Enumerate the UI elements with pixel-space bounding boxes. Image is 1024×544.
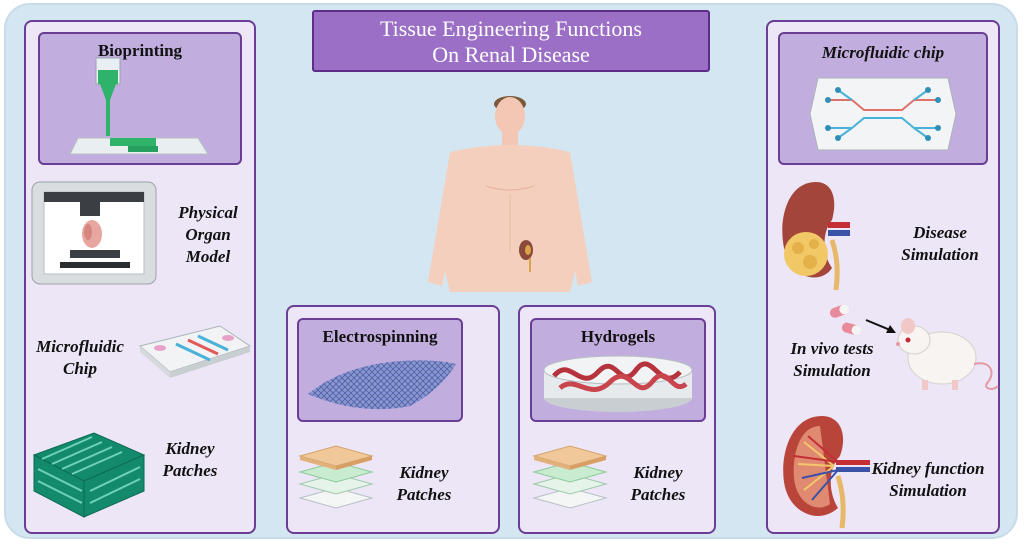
3d-printer-icon (31, 181, 157, 285)
microfluidic-chip-icon (138, 325, 252, 378)
hydrogels-patch-layers-icon (532, 445, 608, 509)
hydrogel-dish-icon (543, 355, 693, 412)
diagram-title: Tissue Engineering Functions On Renal Di… (312, 10, 710, 72)
bioprinter-nozzle-icon (69, 57, 209, 155)
electrospinning-kidney-patches-label: Kidney Patches (396, 463, 452, 504)
physical-organ-model-label: Physical Organ Model (178, 203, 238, 266)
in-vivo-tests-label: In vivo tests Simulation (790, 339, 874, 380)
right-microfluidic-chip-icon (809, 77, 957, 151)
bioprinting-subpanel (38, 32, 242, 165)
microfluidic-chip-header: Microfluidic chip (821, 43, 945, 62)
arrow-icon (865, 319, 896, 333)
scaffold-lattice-icon (32, 432, 146, 518)
nanofiber-mesh-icon (308, 360, 456, 410)
kidney-cross-section-icon (783, 416, 870, 529)
kidney-function-label: Kidney function Simulation (871, 459, 985, 500)
title-line-2: On Renal Disease (432, 42, 590, 67)
bioprinting-header: Bioprinting (97, 41, 183, 60)
mouse-icon (896, 318, 999, 390)
microfluidic-chip-label: Microfluidic Chip (36, 337, 124, 378)
disease-simulation-label: Disease Simulation (901, 223, 979, 264)
left-kidney-patches-label: Kidney Patches (162, 439, 218, 480)
hydrogels-header: Hydrogels (580, 327, 656, 346)
electrospinning-patch-layers-icon (298, 445, 374, 509)
title-line-1: Tissue Engineering Functions (380, 16, 642, 41)
kidney-icon (519, 240, 533, 272)
human-body-icon (428, 96, 592, 292)
pills-icon (829, 304, 862, 336)
electrospinning-header: Electrospinning (322, 327, 438, 346)
tumor-kidney-icon (782, 182, 850, 291)
hydrogels-kidney-patches-label: Kidney Patches (630, 463, 686, 504)
